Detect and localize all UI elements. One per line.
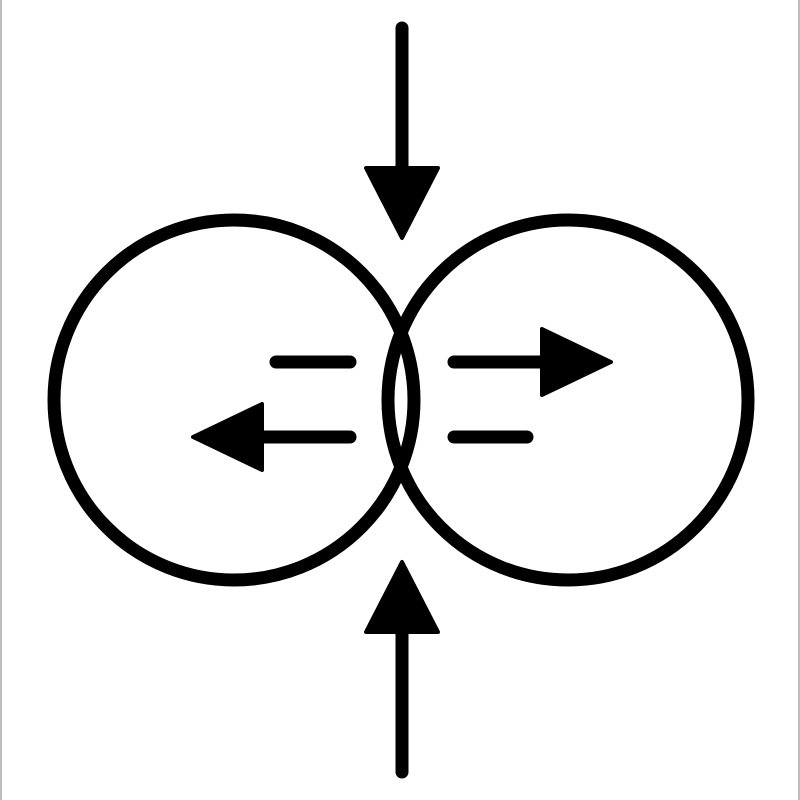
left-circle bbox=[47, 213, 421, 587]
arrow-right-icon bbox=[447, 327, 613, 397]
frame-edge-right bbox=[798, 0, 800, 800]
arrow-up-icon bbox=[364, 560, 440, 779]
arrow-left-icon bbox=[191, 402, 357, 472]
frame-edge-left bbox=[0, 0, 2, 800]
right-circle bbox=[381, 213, 755, 587]
arrow-down-icon bbox=[364, 21, 440, 240]
